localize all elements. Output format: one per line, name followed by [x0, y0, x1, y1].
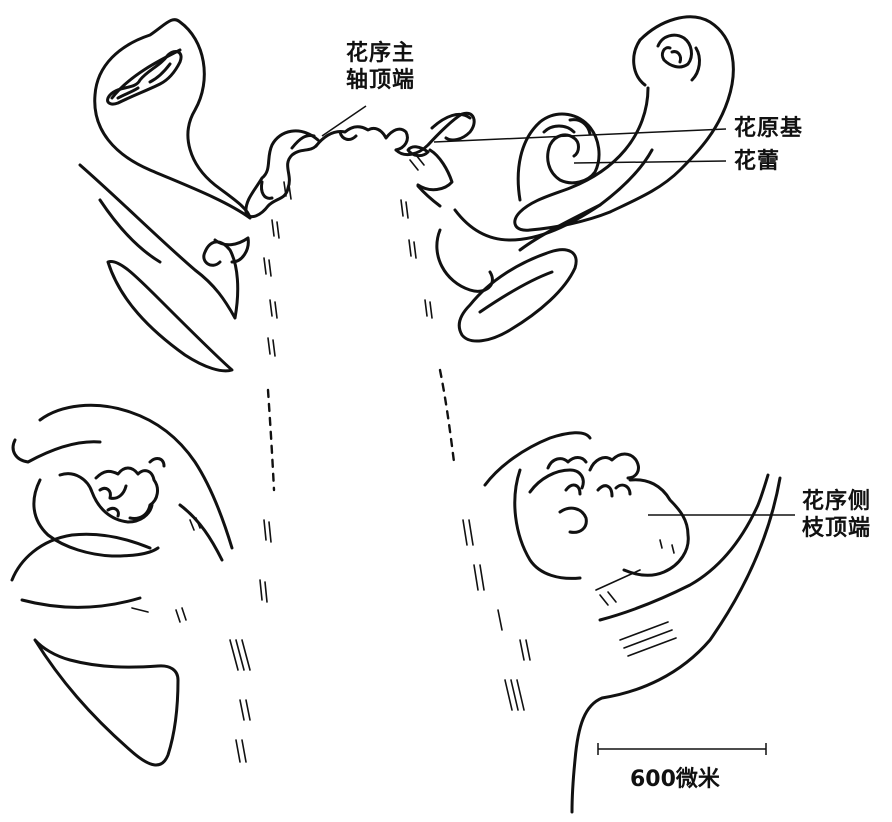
label-lateral-branch-apex-line-2: 枝顶端: [802, 516, 872, 541]
scale-bar-label: 600微米: [630, 767, 720, 792]
top-left-leaves: [78, 163, 250, 373]
top-right-bract: [513, 15, 735, 232]
leader-main-axis-apex: [321, 105, 367, 137]
label-main-axis-apex-line-2: 轴顶端: [346, 68, 416, 93]
bottom-left-branch: [10, 403, 234, 623]
leader-flower-primordium: [433, 128, 727, 143]
main-axis: [244, 111, 476, 219]
label-leaders: [321, 105, 795, 516]
vascular-traces: [229, 154, 531, 763]
scale-bar: [597, 743, 767, 755]
leader-flower-bud: [573, 160, 727, 164]
label-flower-primordium: 花原基: [734, 116, 804, 141]
label-main-axis-apex-line-1: 花序主: [346, 41, 416, 66]
label-lateral-branch-apex: 花序侧 枝顶端: [802, 488, 871, 542]
top-right-leaves: [435, 148, 654, 343]
label-flower-bud: 花蕾: [734, 149, 781, 174]
bottom-left-lower-leaf: [33, 638, 180, 767]
bottom-right-branch: [483, 431, 782, 814]
label-main-axis-apex: 花序主 轴顶端: [346, 40, 415, 94]
top-left-bract: [93, 18, 252, 220]
label-lateral-branch-apex-line-1: 花序侧: [802, 489, 872, 514]
